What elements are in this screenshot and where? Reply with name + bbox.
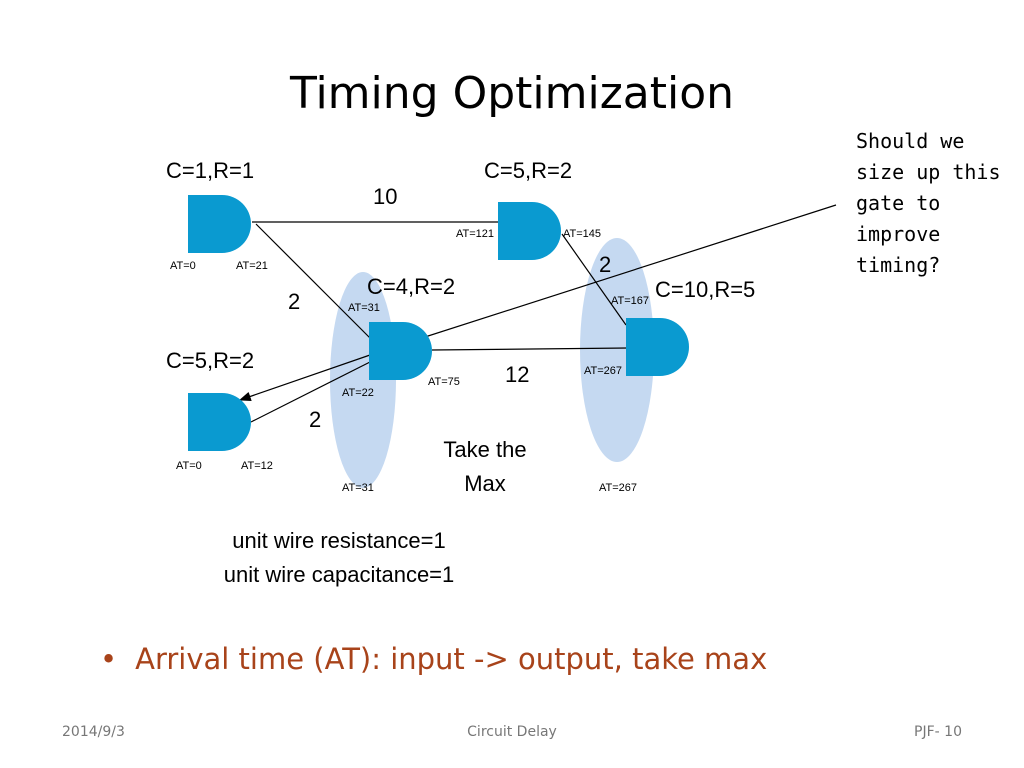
footer-date: 2014/9/3	[62, 724, 125, 740]
bullet-point: • Arrival time (AT): input -> output, tak…	[100, 642, 767, 676]
take-max-line-1: Take the	[443, 437, 526, 462]
unit-resistance: unit wire resistance=1	[232, 528, 445, 553]
g3-at-top: AT=31	[348, 302, 380, 314]
max-group-ellipse-right	[580, 238, 654, 462]
gate-g2-label: C=5,R=2	[484, 158, 572, 183]
wire-g2-g5	[561, 233, 627, 326]
gate-g5-label: C=10,R=5	[655, 277, 755, 302]
wire-g1-g3	[255, 223, 371, 339]
gate-g5[interactable]	[626, 318, 689, 376]
footer-page-number: PJF- 10	[914, 724, 962, 740]
unit-capacitance: unit wire capacitance=1	[224, 562, 455, 587]
wire-g3-g4-arrow	[238, 354, 371, 402]
g1-at-in: AT=0	[170, 260, 196, 272]
bullet-text: Arrival time (AT): input -> output, take…	[135, 642, 768, 676]
g3-at-bottom: AT=22	[342, 387, 374, 399]
g2-at-out: AT=145	[563, 228, 601, 240]
bullet-marker: •	[100, 642, 118, 676]
gate-g1-label: C=1,R=1	[166, 158, 254, 183]
gate-g3-label: C=4,R=2	[367, 274, 455, 299]
note-line-3: gate to	[856, 191, 940, 215]
g4-at-in: AT=0	[176, 460, 202, 472]
gate-g4[interactable]	[188, 393, 251, 451]
note-line-1: Should we	[856, 129, 964, 153]
take-max-line-2: Max	[464, 471, 506, 496]
note-line-5: timing?	[856, 253, 940, 277]
g3-at-lower: AT=31	[342, 482, 374, 494]
slide-title: Timing Optimization	[289, 68, 735, 119]
wire-g3-g5-length: 12	[505, 362, 529, 387]
wire-g1-g3-length: 2	[288, 289, 300, 314]
g3-at-out: AT=75	[428, 376, 460, 388]
gate-g1[interactable]	[188, 195, 251, 253]
wire-g2-g5-length: 2	[599, 252, 611, 277]
gate-g3[interactable]	[369, 322, 432, 380]
footer-title: Circuit Delay	[467, 724, 557, 740]
g5-at-top: AT=167	[611, 295, 649, 307]
note-line-2: size up this	[856, 160, 1001, 184]
g4-at-out: AT=12	[241, 460, 273, 472]
g5-at-lower: AT=267	[599, 482, 637, 494]
g5-at-mid: AT=267	[584, 365, 622, 377]
gate-g4-label: C=5,R=2	[166, 348, 254, 373]
gate-g2[interactable]	[498, 202, 561, 260]
wire-g3-g5	[431, 347, 629, 351]
callout-pointer-line	[399, 204, 837, 346]
note-line-4: improve	[856, 222, 940, 246]
wire-g1-g2-length: 10	[373, 184, 397, 209]
wire-g3-g4	[250, 361, 371, 423]
wire-g3-g4-length: 2	[309, 407, 321, 432]
g1-at-out: AT=21	[236, 260, 268, 272]
g2-at-in: AT=121	[456, 228, 494, 240]
